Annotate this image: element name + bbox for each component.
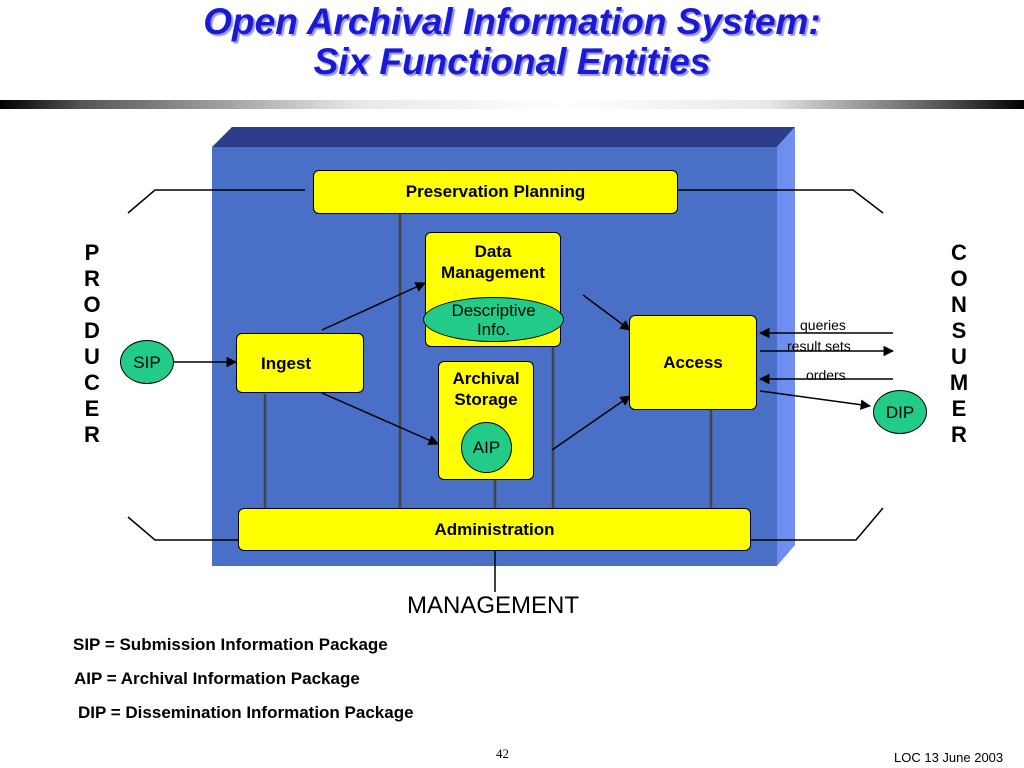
descriptive-info-label: Descriptive Info.: [451, 300, 536, 339]
title-divider: [0, 100, 1024, 109]
ingest-box: Ingest: [236, 333, 364, 393]
sip-oval: SIP: [120, 340, 174, 384]
orders-label: orders: [806, 367, 846, 383]
title-line-1: Open Archival Information System:: [203, 1, 821, 42]
consumer-letter: U: [951, 344, 967, 369]
dip-label: DIP: [885, 402, 915, 422]
page-number: 42: [496, 746, 509, 761]
legend-aip: AIP = Archival Information Package: [74, 669, 360, 688]
producer-letter: O: [83, 292, 101, 317]
consumer-letter: C: [951, 240, 967, 265]
preservation-planning-label: Preservation Planning: [405, 182, 586, 201]
administration-label: Administration: [434, 519, 555, 539]
arrow-ingest-storage: [321, 392, 439, 446]
producer-letter: P: [84, 240, 100, 265]
management-label: MANAGEMENT: [406, 592, 579, 619]
ingest-label: Ingest: [261, 354, 312, 373]
preservation-planning-box: Preservation Planning: [313, 170, 678, 214]
consumer-letter: M: [949, 370, 969, 395]
consumer-label: C O N S U M E R: [944, 240, 974, 448]
consumer-bracket-bottom: [750, 507, 884, 541]
producer-letter: D: [84, 318, 100, 343]
queries-label: queries: [800, 317, 846, 333]
arrow-datamgmt-access: [582, 294, 631, 331]
producer-letter: R: [84, 266, 100, 291]
data-management-label: Data Management: [441, 242, 545, 282]
arrow-storage-access: [551, 395, 631, 451]
consumer-letter: R: [951, 422, 967, 447]
archival-storage-label: Archival Storage: [452, 369, 520, 409]
aip-label: AIP: [472, 438, 501, 457]
legend-sip: SIP = Submission Information Package: [73, 635, 388, 654]
descriptive-info-oval: Descriptive Info.: [423, 297, 564, 342]
legend-dip: DIP = Dissemination Information Package: [78, 703, 414, 722]
arrow-access-dip: [759, 390, 872, 410]
arrow-ingest-datamgmt: [321, 282, 426, 331]
consumer-letter: S: [951, 318, 967, 343]
title-line-2: Six Functional Entities: [313, 41, 711, 82]
consumer-letter: E: [951, 396, 967, 421]
producer-letter: E: [84, 396, 100, 421]
producer-letter: R: [84, 422, 100, 447]
producer-bracket-top: [127, 189, 305, 214]
sip-label: SIP: [133, 352, 161, 372]
access-box: Access: [629, 315, 757, 410]
panel-top-face: [212, 127, 795, 147]
producer-letter: U: [84, 344, 100, 369]
consumer-letter: O: [950, 266, 968, 291]
producer-bracket-bottom: [127, 516, 240, 541]
producer-label: P R O D U C E R: [77, 240, 107, 448]
panel-side-face: [777, 127, 795, 566]
consumer-bracket-top: [678, 189, 884, 214]
aip-oval: AIP: [461, 422, 512, 473]
slide-title: Open Archival Information System: Six Fu…: [0, 2, 1024, 82]
producer-letter: C: [84, 370, 100, 395]
result-sets-label: result sets: [787, 338, 851, 354]
dip-oval: DIP: [873, 390, 927, 434]
administration-box: Administration: [238, 508, 751, 551]
consumer-letter: N: [951, 292, 967, 317]
access-label: Access: [663, 352, 723, 372]
footer-text: LOC 13 June 2003: [894, 750, 1004, 765]
